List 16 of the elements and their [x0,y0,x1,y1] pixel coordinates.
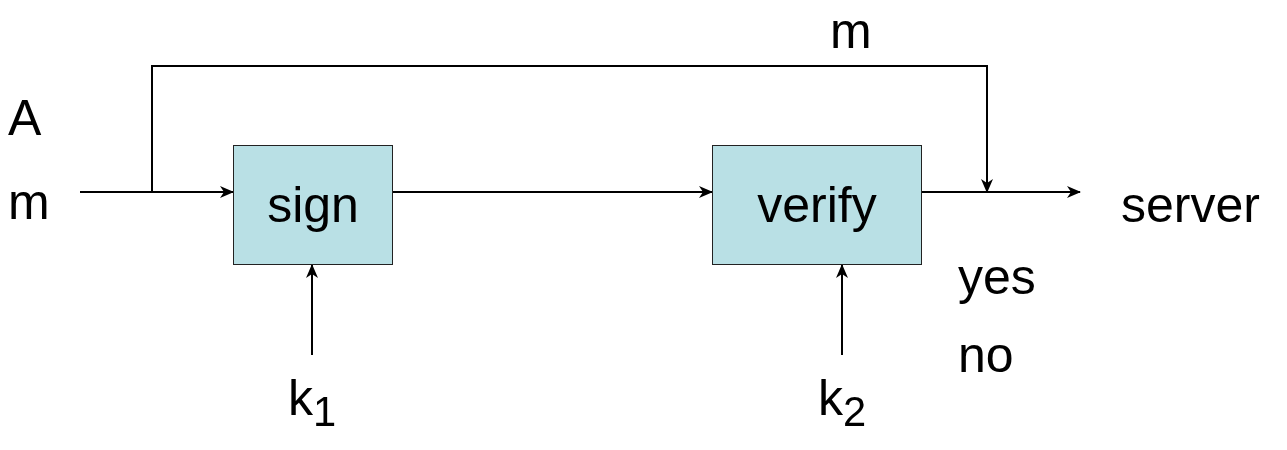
process-box [233,145,393,265]
arrow [79,65,993,193]
node-label: k$_{2}$ [817,369,867,436]
box-label: sign [267,177,359,233]
box-label: verify [757,177,877,233]
node-label: server [1121,177,1260,233]
arrow [921,186,1081,198]
node-label: A [8,90,42,146]
arrow [306,264,318,356]
node-label: k$_{1}$ [287,369,337,436]
process-box [712,145,922,265]
arrow [836,264,848,356]
output-label: no [958,330,1014,380]
output-label: yes [958,252,1036,302]
node-label: m [8,174,50,230]
arrow [392,186,713,198]
